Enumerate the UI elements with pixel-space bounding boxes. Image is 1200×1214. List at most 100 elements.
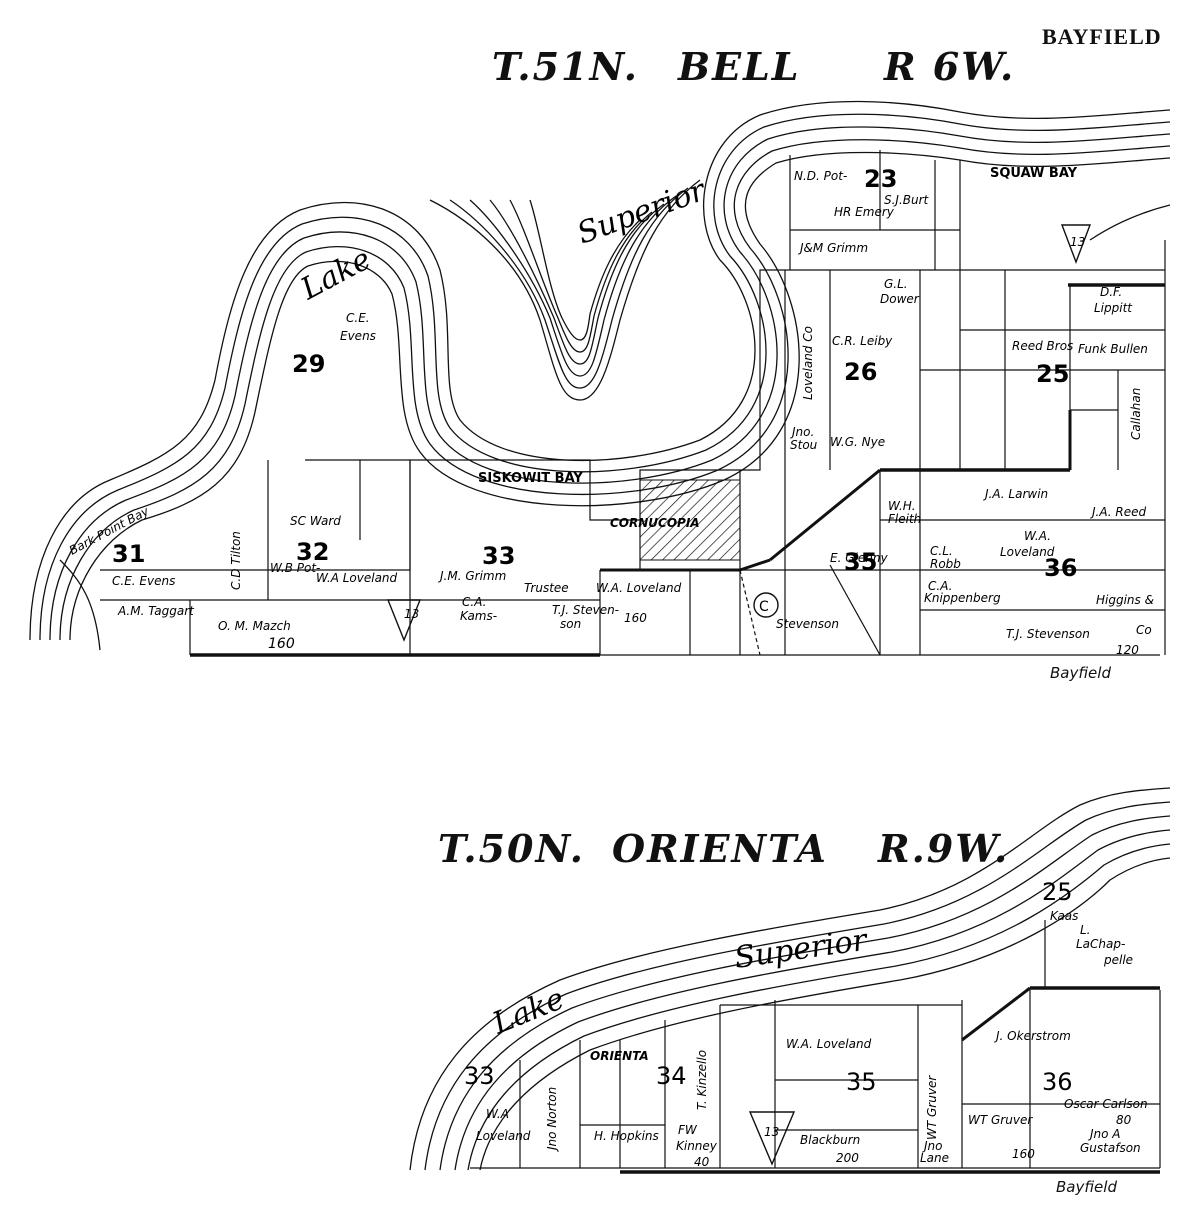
owner-label: E. Glenny <box>830 551 888 565</box>
owner-label: Jno <box>922 1139 943 1153</box>
owner-label: W.H. <box>888 499 916 513</box>
owner-label: Evens <box>340 329 376 343</box>
bottom-title-name: ORIENTA <box>612 826 828 871</box>
owner-label: H. Hopkins <box>594 1129 659 1143</box>
owner-label: S.J.Burt <box>884 193 930 207</box>
owner-label: G.L. <box>884 277 908 291</box>
sec-29: 29 <box>292 350 325 378</box>
owner-label: J. Okerstrom <box>994 1029 1071 1043</box>
owner-label: O. M. Mazch <box>218 619 291 633</box>
owner-label: Lippitt <box>1094 301 1133 315</box>
sec-31: 31 <box>112 540 145 568</box>
bottom-title-township: T.50N. <box>438 826 586 871</box>
owner-label: Dower <box>880 292 920 306</box>
owner-label: Loveland <box>1000 545 1055 559</box>
sec-33-bottom: 33 <box>464 1062 495 1090</box>
sec-35: 35 <box>844 548 877 576</box>
owner-label: WT Gruver <box>925 1075 939 1140</box>
owner-label: T. Kinzello <box>695 1050 709 1110</box>
owner-label: Gustafson <box>1080 1141 1141 1155</box>
owner-label: C.A. <box>928 579 952 593</box>
owner-label: Jno Norton <box>545 1087 559 1152</box>
owner-label: Kinney <box>676 1139 718 1153</box>
owner-label: C.L. <box>930 544 953 558</box>
owner-label: Oscar Carlson <box>1064 1097 1148 1111</box>
acreage-label: 160 <box>624 611 647 625</box>
acreage-label: 120 <box>1116 643 1139 657</box>
sec-23: 23 <box>864 165 897 193</box>
owner-label: Lane <box>920 1151 949 1165</box>
owner-label: W.A <box>486 1107 509 1121</box>
owner-label: Jno A <box>1088 1127 1121 1141</box>
sec-34-bottom: 34 <box>656 1062 687 1090</box>
top-signature: Bayfield <box>1050 664 1111 682</box>
owner-label: J.M. Grimm <box>438 569 506 583</box>
top-title-township: T.51N. <box>492 44 640 89</box>
owner-label: D.F. <box>1100 285 1122 299</box>
sec-35-bottom: 35 <box>846 1068 877 1096</box>
owner-label: W.B Pot- <box>270 561 320 575</box>
owner-label: Kaas <box>1050 909 1078 923</box>
owner-label: Callahan <box>1129 388 1143 440</box>
owner-label: Blackburn <box>800 1133 860 1147</box>
owner-label: son <box>560 617 581 631</box>
road-number: 13 <box>764 1125 779 1139</box>
cemetery-label: C <box>759 599 769 615</box>
owner-label: Kams- <box>460 609 497 623</box>
owner-label: J.A. Larwin <box>983 487 1048 501</box>
bottom-title-range: R.9W. <box>878 826 1010 871</box>
owner-label: Fleith <box>888 512 921 526</box>
acreage-label: 40 <box>694 1155 710 1169</box>
owner-label: W.A. <box>1024 529 1051 543</box>
owner-label: Robb <box>930 557 961 571</box>
road-number: 13 <box>1070 235 1085 249</box>
owner-label: FW <box>678 1123 698 1137</box>
owner-label: WT Gruver <box>968 1113 1033 1127</box>
owner-label: Jno. <box>790 425 814 439</box>
owner-label: Trustee <box>524 581 569 595</box>
county-label: BAYFIELD <box>1042 24 1162 49</box>
sec-36-bottom: 36 <box>1042 1068 1073 1096</box>
owner-label: Funk Bullen <box>1078 342 1148 356</box>
sec-32: 32 <box>296 538 329 566</box>
owner-label: Loveland Co <box>801 326 815 400</box>
owner-label: J&M Grimm <box>798 241 868 255</box>
owner-label: Co <box>1136 623 1152 637</box>
acreage-label: 200 <box>836 1151 859 1165</box>
owner-label: W.A Loveland <box>316 571 398 585</box>
owner-label: W.G. Nye <box>830 435 885 449</box>
owner-label: pelle <box>1103 953 1133 967</box>
bottom-signature: Bayfield <box>1056 1178 1117 1196</box>
sec-36: 36 <box>1044 554 1077 582</box>
owner-label: C.E. Evens <box>112 574 175 588</box>
owner-label: Stevenson <box>776 617 839 631</box>
acreage-label: 160 <box>268 636 295 652</box>
owner-label: W.A. Loveland <box>596 581 682 595</box>
highway-markers <box>386 224 1092 1166</box>
owner-label: C.D Tilton <box>229 531 243 590</box>
acreage-label: 160 <box>1012 1147 1035 1161</box>
bottom-shoreline-contours <box>409 787 1171 1171</box>
owner-label: N.D. Pot- <box>794 169 847 183</box>
sec-25-bottom: 25 <box>1042 878 1073 906</box>
owner-label: C.R. Leiby <box>832 334 893 348</box>
owner-label: ORIENTA <box>590 1049 649 1063</box>
owner-label: Reed Bros <box>1012 339 1073 353</box>
sec-33: 33 <box>482 542 515 570</box>
cornucopia-hatched-area <box>639 479 741 561</box>
owner-label: HR Emery <box>834 205 895 219</box>
owner-label: J.A. Reed <box>1090 505 1147 519</box>
sec-26: 26 <box>844 358 877 386</box>
owner-label: C.E. <box>346 311 370 325</box>
top-shoreline-contours <box>29 100 1171 651</box>
owner-label: T.J. Stevenson <box>1006 627 1090 641</box>
owner-label: Loveland <box>476 1129 531 1143</box>
owner-label: LaChap- <box>1076 937 1125 951</box>
owner-label: CORNUCOPIA <box>610 516 700 530</box>
owner-label: Stou <box>790 438 818 452</box>
siskowit-bay-label: SISKOWIT BAY <box>478 471 583 486</box>
owner-label: Knippenberg <box>924 591 1001 605</box>
acreage-label: 80 <box>1116 1113 1132 1127</box>
owner-label: SC Ward <box>290 514 341 528</box>
